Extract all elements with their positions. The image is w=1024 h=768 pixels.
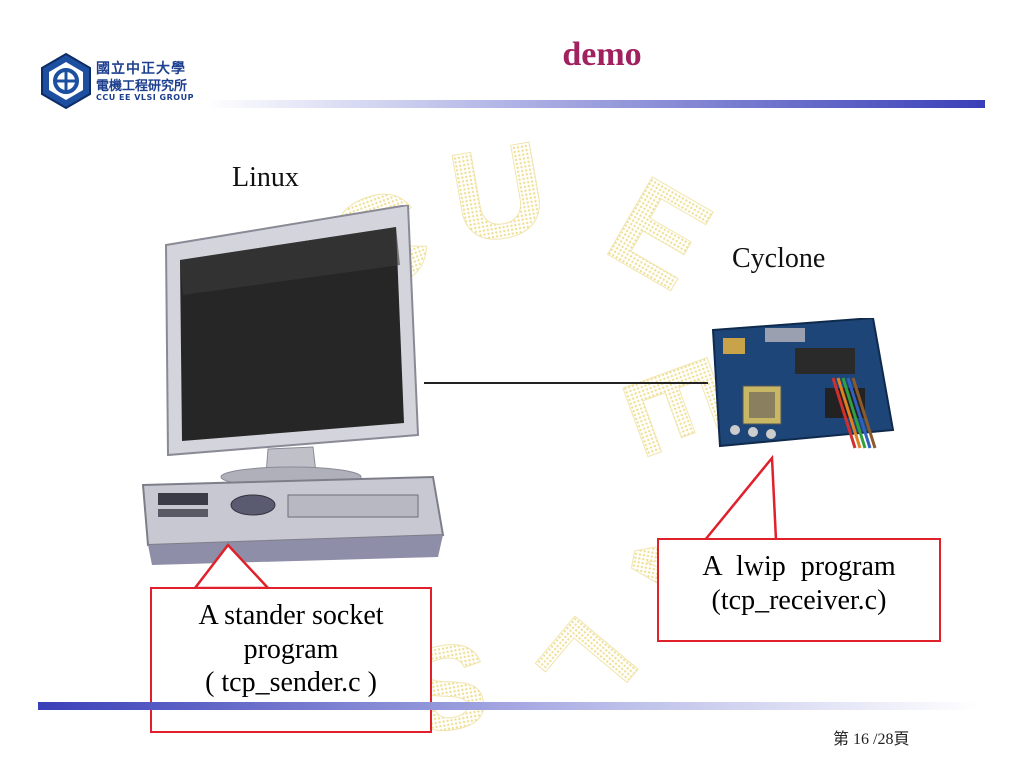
sender-callout-line-3: ( tcp_sender.c ) [205, 667, 377, 699]
receiver-callout: A lwip program (tcp_receiver.c) [657, 538, 941, 642]
cyclone-board-image [711, 318, 895, 449]
page-title: demo [562, 36, 642, 73]
logo-line-2: 電機工程研究所 [96, 79, 188, 94]
receiver-callout-line-2: (tcp_receiver.c) [711, 584, 887, 616]
cyclone-label: Cyclone [732, 243, 826, 274]
footer-bar [38, 702, 978, 710]
logo-line-3: CCU EE VLSI GROUP [96, 93, 194, 102]
university-emblem-icon [41, 52, 91, 110]
page-number: 第 16 /28頁 [833, 731, 910, 748]
receiver-callout-line-1: A lwip program [702, 551, 896, 582]
sender-callout-line-1: A stander socket [198, 600, 384, 631]
logo: 國立中正大學 電機工程研究所 CCU EE VLSI GROUP [38, 50, 208, 110]
linux-label: Linux [232, 162, 299, 193]
header-bar [205, 100, 985, 108]
logo-line-1: 國立中正大學 [96, 61, 186, 77]
sender-callout-line-2: program [243, 633, 339, 665]
sender-callout: A stander socket program ( tcp_sender.c … [150, 587, 432, 733]
connection-line [424, 382, 708, 384]
